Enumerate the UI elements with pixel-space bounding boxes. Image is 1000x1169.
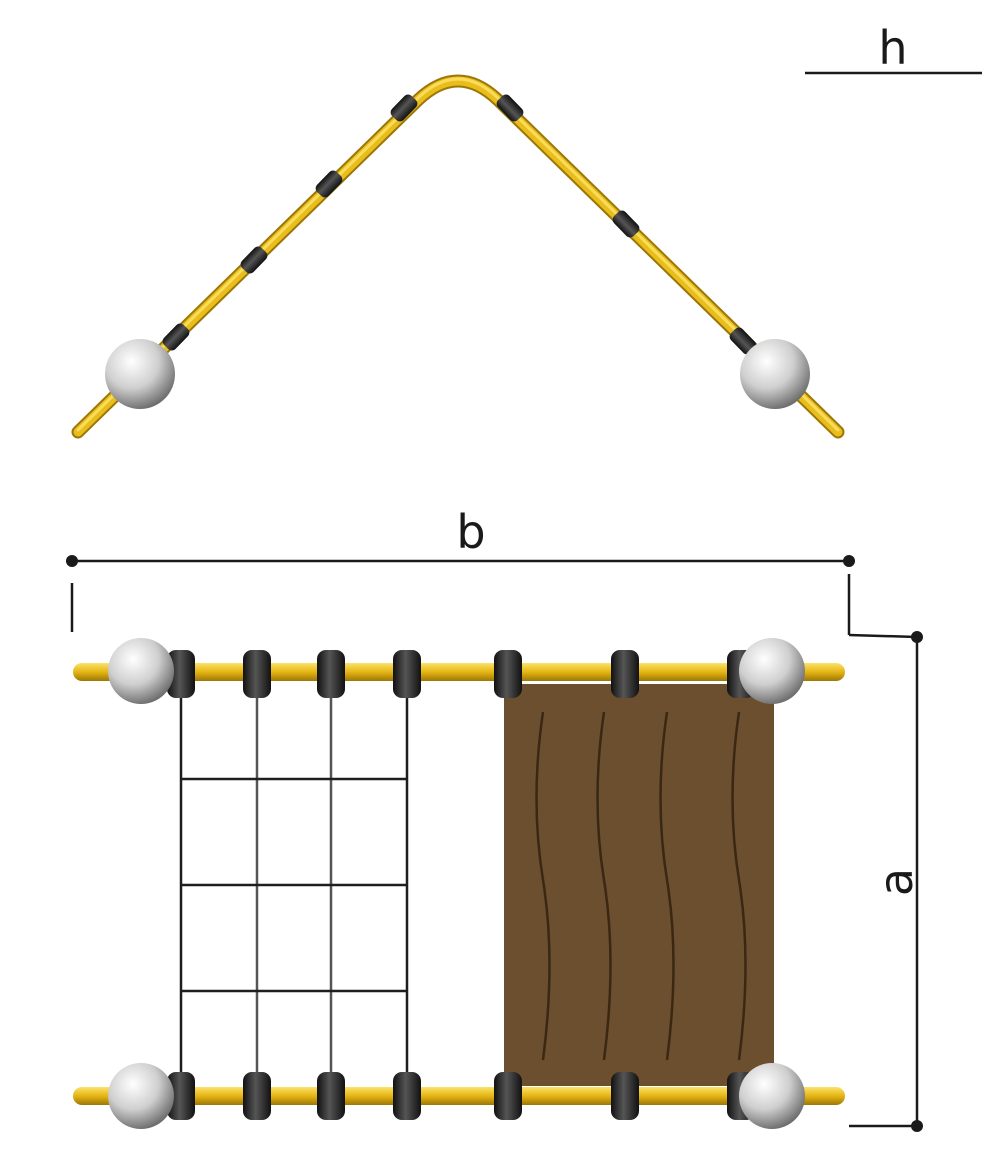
dimension-label-a: a: [869, 868, 923, 896]
clamp: [390, 94, 418, 122]
clamp: [243, 1072, 271, 1120]
ball-joint: [108, 638, 174, 704]
a-frame-bar-shadow: [71, 74, 845, 439]
clamp: [167, 1072, 195, 1120]
dimension-b: b: [66, 505, 855, 635]
clamp: [496, 94, 524, 122]
dimension-label-b: b: [456, 505, 485, 559]
clamp: [243, 650, 271, 698]
wooden-panel: [504, 684, 774, 1086]
clamp: [162, 323, 190, 351]
dimension-endpoint: [843, 555, 855, 567]
clamp: [729, 327, 757, 355]
dimension-label-h: h: [878, 21, 907, 75]
a-frame-bar: [73, 76, 843, 437]
panel-grooves: [535, 711, 747, 1061]
ball-joint: [108, 1063, 174, 1129]
panel-groove: [659, 711, 675, 1061]
clamp: [317, 1072, 345, 1120]
clamp: [315, 170, 343, 198]
ball-joint: [740, 339, 810, 409]
clamp: [240, 246, 268, 274]
a-frame-bar-highlight: [76, 77, 840, 432]
top-view: [73, 638, 845, 1129]
side-view: [71, 74, 845, 439]
clamp: [393, 650, 421, 698]
clamp: [494, 650, 522, 698]
panel-groove: [535, 711, 551, 1061]
rope-net: [179, 672, 409, 1090]
clamp: [317, 650, 345, 698]
clamp: [494, 1072, 522, 1120]
dimension-endpoint: [66, 555, 78, 567]
panel-groove: [596, 711, 612, 1061]
ball-joint: [739, 1063, 805, 1129]
clamp: [611, 1072, 639, 1120]
panel-groove: [731, 711, 747, 1061]
clamp: [612, 210, 640, 238]
dimension-h: h: [805, 21, 982, 75]
clamp: [167, 650, 195, 698]
dimension-a: a: [848, 631, 923, 1132]
ball-joint: [105, 339, 175, 409]
extension-line: [848, 633, 918, 639]
ball-joint: [739, 638, 805, 704]
clamp: [611, 650, 639, 698]
clamp: [393, 1072, 421, 1120]
